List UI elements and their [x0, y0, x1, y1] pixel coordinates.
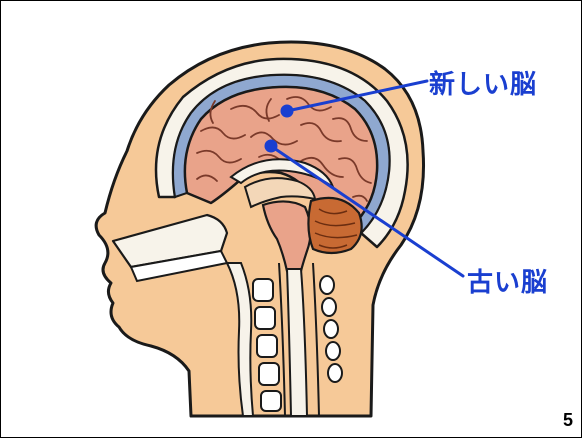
- vertebra: [257, 335, 277, 357]
- vertebra: [255, 307, 275, 329]
- spinous-process: [322, 298, 336, 316]
- spinous-process: [320, 276, 334, 294]
- spinous-process: [328, 364, 342, 382]
- new-brain-label: 新しい脳: [429, 64, 537, 101]
- spinous-process: [326, 342, 340, 360]
- old-brain-pointer-dot: [266, 141, 276, 151]
- vertebra: [253, 279, 273, 301]
- vertebra: [259, 363, 279, 385]
- new-brain-pointer-dot: [282, 106, 292, 116]
- vertebra: [261, 391, 281, 411]
- spinous-process: [324, 320, 338, 338]
- old-brain-label: 古い脳: [467, 262, 548, 299]
- page-number: 5: [563, 410, 573, 431]
